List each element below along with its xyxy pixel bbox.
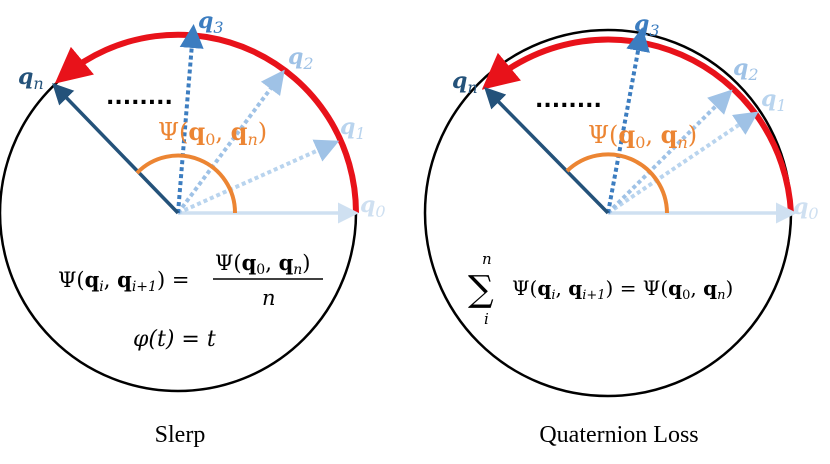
angle-label: Ψ(q0, qn) <box>588 120 697 152</box>
interpolation-arc <box>54 31 360 214</box>
angle-arc <box>135 153 238 214</box>
ellipsis-dots: ........ <box>535 88 602 113</box>
slerp-equation-numerator: Ψ(q0, qn) <box>215 250 311 278</box>
slerp-equation-denominator: n <box>262 286 276 310</box>
label-qn: qn <box>18 64 44 93</box>
angle-arc <box>565 152 669 214</box>
sum-lower-limit: i <box>484 310 489 328</box>
label-q2: q2 <box>288 44 314 73</box>
slerp-panel: qn q3 q2 q1 q0 ........ Ψ(q0, qn) Ψ(qi, … <box>0 8 386 448</box>
label-q3: q3 <box>198 8 224 37</box>
sum-symbol: ∑ <box>468 269 494 310</box>
vector-qn <box>484 87 610 215</box>
label-qn: qn <box>452 68 478 97</box>
caption-slerp: Slerp <box>155 422 206 448</box>
vector-q3 <box>176 24 204 214</box>
vector-q1 <box>606 111 759 215</box>
label-q0: q0 <box>360 192 386 221</box>
vector-qn <box>52 82 180 215</box>
angle-label: Ψ(q0, qn) <box>158 117 267 149</box>
quaternion-loss-panel: qn q3 q2 q1 q0 ........ Ψ(q0, qn) n ∑ i … <box>423 11 819 448</box>
label-q2: q2 <box>733 55 759 84</box>
ellipsis-dots: ........ <box>106 85 173 110</box>
loss-equation: Ψ(qi, qi+1) = Ψ(q0, qn) <box>512 276 733 303</box>
label-q0: q0 <box>793 194 819 223</box>
vector-q3 <box>606 27 650 214</box>
label-q1: q1 <box>340 114 366 143</box>
slerp-phi-equation: φ(t) = t <box>133 327 216 352</box>
label-q1: q1 <box>761 86 787 115</box>
caption-quaternion-loss: Quaternion Loss <box>539 422 698 448</box>
vector-q2 <box>176 69 285 215</box>
interpolation-arc <box>481 36 794 214</box>
sum-upper-limit: n <box>482 250 492 268</box>
label-q3: q3 <box>634 11 660 40</box>
slerp-equation-lhs: Ψ(qi, qi+1) = <box>58 267 189 295</box>
vector-q1 <box>177 139 340 215</box>
